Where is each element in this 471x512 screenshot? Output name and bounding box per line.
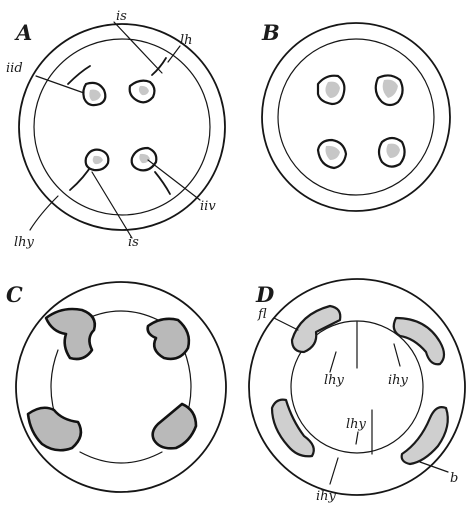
lobe-c-top-right xyxy=(148,319,189,359)
lobe-bottom-right xyxy=(132,148,157,170)
leader-ihy-bottom xyxy=(330,458,338,484)
panel-b-letter: B xyxy=(261,20,280,45)
label-fl: fl xyxy=(257,307,267,322)
label-ihy-right: ihy xyxy=(388,373,409,388)
panel-c-outer-ring xyxy=(16,282,226,492)
panel-d-outer-ring xyxy=(249,279,465,495)
lobe-top-right xyxy=(130,81,155,103)
panel-c-inner-arc-bottom xyxy=(80,452,162,463)
panel-c-letter: C xyxy=(6,282,23,307)
label-lhy-center: lhy xyxy=(346,417,367,432)
lobe-b-top-right xyxy=(376,75,403,105)
lobe-c-bottom-left xyxy=(28,408,81,451)
lobe-bottom-left xyxy=(86,150,109,170)
lobe-b-top-left xyxy=(318,76,344,104)
panel-a: A is lh iid xyxy=(6,9,225,250)
label-ihy-bottom: ihy xyxy=(316,489,337,504)
label-lhy: lhy xyxy=(14,235,35,250)
label-is-bottom: is xyxy=(128,235,139,250)
lobe-c-bottom-right xyxy=(153,404,196,448)
leader-iid xyxy=(36,76,84,93)
lobe-b-bottom-right xyxy=(379,138,405,167)
label-lh: lh xyxy=(180,33,193,48)
panel-d: D fl lhy ihy lhy ihy b xyxy=(249,279,465,504)
leader-ihy-right xyxy=(394,344,400,366)
panel-a-letter: A xyxy=(14,20,32,45)
label-iid: iid xyxy=(6,61,23,76)
panel-a-outer-ring xyxy=(19,24,225,230)
label-is-top: is xyxy=(116,9,127,24)
leader-lhy-center xyxy=(356,432,358,444)
label-b: b xyxy=(450,471,458,486)
panel-b-outer-ring xyxy=(262,23,450,211)
band-d-bottom-left xyxy=(272,400,314,457)
band-d-top-left xyxy=(292,306,340,352)
lobe-top-left xyxy=(83,83,105,105)
leader-is-bottom xyxy=(92,172,132,238)
panel-c: C xyxy=(6,282,226,492)
lobe-c-top-left xyxy=(46,309,95,359)
label-lhy-left: lhy xyxy=(324,373,345,388)
band-d-top-right xyxy=(394,318,444,364)
panel-d-letter: D xyxy=(255,282,275,307)
lobe-b-bottom-left xyxy=(318,140,346,168)
leader-fl xyxy=(274,318,298,330)
leader-lhy-left xyxy=(330,352,336,372)
panel-a-inner-ring xyxy=(34,39,210,215)
panel-b: B xyxy=(261,20,450,211)
septum-tr xyxy=(152,58,166,75)
leader-lhy xyxy=(30,196,58,230)
panel-b-inner-ring xyxy=(278,39,434,195)
septum-tl xyxy=(68,66,90,84)
label-iiv: iiv xyxy=(200,199,216,214)
